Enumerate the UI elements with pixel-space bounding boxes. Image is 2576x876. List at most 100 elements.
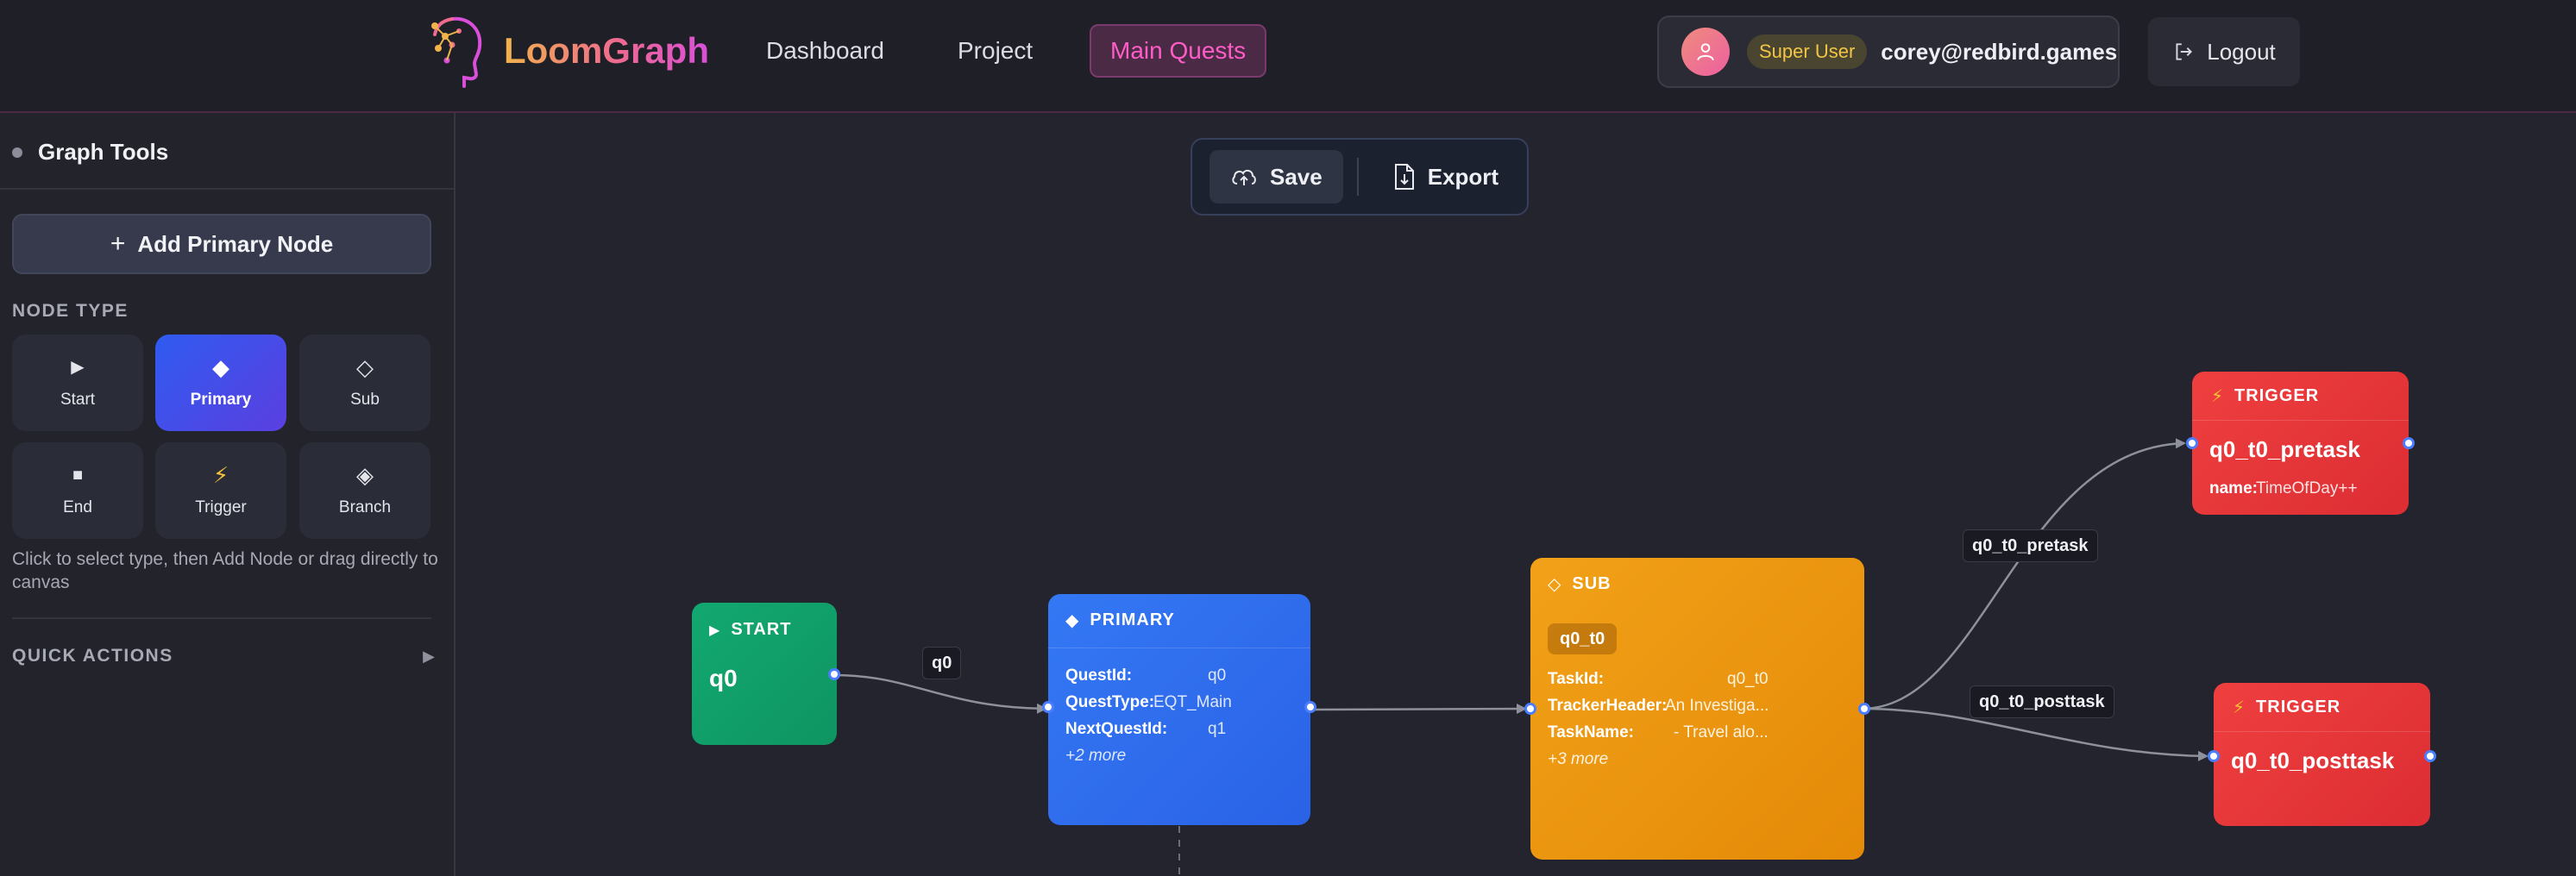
save-label: Save — [1270, 163, 1323, 190]
graph-tools-sidebar: Graph Tools + Add Primary Node NODE TYPE… — [0, 113, 456, 876]
more-fields-link[interactable]: +3 more — [1548, 750, 1609, 768]
output-port[interactable] — [2424, 750, 2436, 762]
file-download-icon — [1394, 164, 1414, 190]
input-port[interactable] — [2208, 750, 2220, 762]
field-value: q0_t0 — [1727, 670, 1769, 688]
logout-label: Logout — [2207, 38, 2276, 65]
diamond-icon: ◆ — [212, 354, 229, 380]
toolbar-separator — [1356, 158, 1359, 196]
field-value: TimeOfDay++ — [2256, 479, 2358, 497]
export-button[interactable]: Export — [1373, 150, 1519, 203]
node-type-label-trigger: Trigger — [195, 498, 247, 516]
node-type-tag: TRIGGER — [2234, 386, 2320, 405]
edge-sub-posttask[interactable] — [1861, 707, 2208, 761]
quick-actions-label: QUICK ACTIONS — [12, 646, 173, 666]
logout-icon — [2176, 43, 2193, 60]
sidebar-title: Graph Tools — [38, 139, 169, 165]
node-title: q0_t0_pretask — [2209, 436, 2360, 462]
quick-actions-toggle[interactable]: QUICK ACTIONS ▶ — [12, 646, 435, 666]
user-icon — [1697, 43, 1714, 61]
node-type-label-sub: Sub — [350, 391, 380, 409]
node-trigger-pretask[interactable]: ⚡ TRIGGER q0_t0_pretask name: TimeOfDay+… — [2186, 372, 2415, 515]
task-id-badge: q0_t0 — [1548, 623, 1618, 654]
nav-main-quests[interactable]: Main Quests — [1090, 24, 1267, 78]
edge-label-posttask: q0_t0_posttask — [1970, 685, 2114, 718]
add-primary-node-button[interactable]: + Add Primary Node — [12, 214, 431, 274]
node-type-label-start: Start — [60, 391, 96, 409]
brain-logo-icon — [431, 16, 482, 88]
node-type-label: NODE TYPE — [12, 301, 129, 321]
play-icon: ▶ — [71, 358, 85, 377]
node-header: ⚡ TRIGGER — [2211, 385, 2319, 407]
output-port[interactable] — [1304, 701, 1316, 713]
node-type-label-primary: Primary — [190, 391, 252, 409]
role-badge: Super User — [1747, 34, 1868, 69]
sidebar-header: Graph Tools — [12, 139, 168, 166]
diamond-icon: ◆ — [1065, 611, 1080, 630]
input-port[interactable] — [1042, 701, 1054, 713]
square-icon: ■ — [72, 466, 84, 485]
node-type-sub[interactable]: ◇ Sub — [299, 335, 430, 431]
node-type-branch[interactable]: ◈ Branch — [299, 442, 430, 539]
lightning-icon: ⚡ — [2233, 698, 2246, 717]
input-port[interactable] — [1524, 703, 1536, 715]
node-type-trigger[interactable]: ⚡ Trigger — [155, 442, 286, 539]
node-type-label-branch: Branch — [338, 498, 392, 516]
output-port[interactable] — [828, 668, 840, 680]
output-port[interactable] — [1858, 703, 1870, 715]
lightning-icon: ⚡ — [2211, 387, 2225, 406]
field-key: name: — [2209, 479, 2258, 497]
node-title: q0 — [709, 665, 738, 691]
field-key: TaskName: — [1548, 723, 1634, 741]
field-value: - Travel alo... — [1674, 723, 1769, 741]
app-name: LoomGraph — [504, 30, 709, 71]
play-icon: ▶ — [709, 623, 721, 638]
node-type-tag: PRIMARY — [1090, 610, 1175, 629]
user-email: corey@redbird.games — [1881, 38, 2118, 65]
node-header: ◆ PRIMARY — [1065, 610, 1175, 631]
save-button[interactable]: Save — [1209, 150, 1343, 203]
node-type-end[interactable]: ■ End — [12, 442, 143, 539]
plus-icon: + — [110, 229, 126, 258]
sidebar-hint: Click to select type, then Add Node or d… — [12, 549, 438, 592]
status-dot-icon — [12, 147, 22, 158]
lightning-icon: ⚡ — [212, 462, 229, 488]
field-value: An Investiga... — [1665, 697, 1769, 715]
node-type-start[interactable]: ▶ Start — [12, 335, 143, 431]
node-title: q0_t0_posttask — [2231, 748, 2395, 773]
nav-dashboard[interactable]: Dashboard — [766, 37, 884, 64]
node-type-tag: SUB — [1572, 574, 1612, 593]
more-fields-link[interactable]: +2 more — [1065, 747, 1127, 765]
node-trigger-posttask[interactable]: ⚡ TRIGGER q0_t0_posttask — [2208, 683, 2436, 826]
input-port[interactable] — [2186, 437, 2198, 449]
nav-project[interactable]: Project — [958, 37, 1034, 64]
divider — [12, 617, 431, 619]
branch-diamond-icon: ◈ — [356, 462, 374, 488]
logo[interactable]: LoomGraph — [426, 14, 709, 88]
edge-primary-sub[interactable] — [1307, 704, 1527, 715]
edge-label-q0: q0 — [922, 647, 962, 679]
field-key: TrackerHeader: — [1548, 697, 1668, 715]
logout-button[interactable]: Logout — [2148, 17, 2300, 86]
edge-sub-pretask[interactable] — [1861, 438, 2186, 710]
app-header: LoomGraph Dashboard Project Main Quests … — [0, 0, 2576, 113]
diamond-outline-icon: ◇ — [356, 354, 374, 380]
node-sub-q0-t0[interactable]: ◇ SUB q0_t0 TaskId: q0_t0 TrackerHeader:… — [1524, 558, 1870, 860]
node-start-q0[interactable]: ▶ START q0 — [692, 603, 840, 745]
node-divider — [2192, 420, 2409, 421]
field-key: TaskId: — [1548, 670, 1605, 688]
node-divider — [2214, 731, 2430, 732]
field-key: QuestType: — [1065, 693, 1155, 711]
divider — [0, 188, 454, 190]
export-label: Export — [1427, 163, 1499, 190]
node-primary-q0[interactable]: ◆ PRIMARY QuestId: q0 QuestType: EQT_Mai… — [1042, 594, 1316, 825]
avatar — [1681, 28, 1730, 76]
node-type-tag: TRIGGER — [2256, 698, 2341, 716]
node-type-tag: START — [731, 620, 792, 639]
user-menu[interactable]: Super User corey@redbird.games — [1657, 16, 2120, 88]
node-header: ⚡ TRIGGER — [2233, 697, 2340, 718]
output-port[interactable] — [2403, 437, 2415, 449]
node-type-primary[interactable]: ◆ Primary — [155, 335, 286, 431]
edge-start-primary[interactable] — [832, 673, 1047, 714]
